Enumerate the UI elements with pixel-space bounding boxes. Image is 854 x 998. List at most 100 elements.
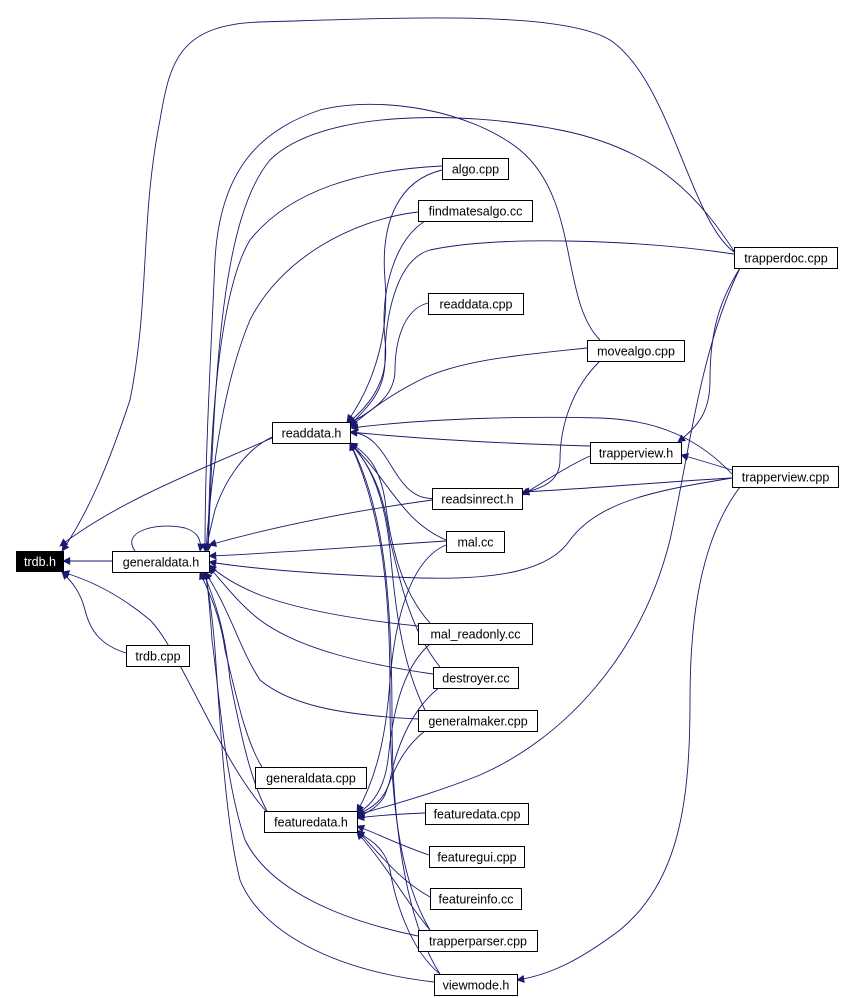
- node-label: mal.cc: [457, 536, 493, 550]
- edge-movealgo-cpp-to-generaldata-h: [201, 103, 601, 552]
- edge-trapperdoc-cpp-to-trdb-h: [61, 17, 735, 552]
- node-algo-cpp[interactable]: algo.cpp: [442, 158, 509, 180]
- node-label: readdata.cpp: [440, 298, 513, 312]
- node-label: movealgo.cpp: [597, 345, 675, 359]
- edge-mal-cc-to-generaldata-h: [208, 540, 447, 560]
- node-box: [418, 200, 533, 222]
- node-label: generaldata.cpp: [266, 772, 356, 786]
- edge-trapperdoc-cpp-to-generaldata-h: [204, 117, 735, 552]
- edge-viewmode-h-to-readdata-h: [349, 442, 441, 975]
- edge-trapperdoc-cpp-to-readdata-h: [349, 240, 735, 426]
- edge-trapperdoc-cpp-to-featuredata-h: [356, 267, 741, 817]
- node-trapperview-cpp[interactable]: trapperview.cpp: [732, 466, 839, 488]
- edge-trdb-cpp-to-trdb-h: [61, 571, 127, 654]
- node-label: readdata.h: [282, 427, 342, 441]
- node-box: [418, 710, 538, 732]
- node-box: [425, 803, 529, 825]
- edge-trapperparser-cpp-to-readdata-h: [349, 442, 431, 931]
- edge-trapperview-cpp-to-readsinrect-h: [521, 477, 733, 496]
- edge-trapperview-cpp-to-readdata-h: [350, 416, 733, 475]
- node-box: [587, 340, 685, 362]
- edge-algo-cpp-to-generaldata-h: [204, 165, 443, 552]
- node-label: trapperview.cpp: [742, 471, 830, 485]
- node-label: trdb.cpp: [135, 650, 180, 664]
- edge-trapperparser-cpp-to-generaldata-h: [202, 571, 419, 937]
- node-featuredata-h[interactable]: featuredata.h: [264, 811, 358, 833]
- node-readdata-h[interactable]: readdata.h: [272, 422, 351, 444]
- node-readsinrect-h[interactable]: readsinrect.h: [432, 488, 523, 510]
- node-label: findmatesalgo.cc: [429, 205, 523, 219]
- edge-featureinfo-cc-to-featuredata-h: [356, 829, 431, 898]
- node-generaldata-h[interactable]: generaldata.h: [112, 551, 210, 573]
- edge-mal-cc-to-readdata-h: [349, 442, 447, 541]
- node-mal-readonly-cc[interactable]: mal_readonly.cc: [418, 623, 533, 645]
- node-generaldata-cpp[interactable]: generaldata.cpp: [255, 767, 367, 789]
- node-box: [428, 293, 524, 315]
- edge-trapperview-cpp-to-generaldata-h: [208, 477, 733, 579]
- node-box: [734, 247, 838, 269]
- node-trapperdoc-cpp[interactable]: trapperdoc.cpp: [734, 247, 838, 269]
- node-label: trapperparser.cpp: [429, 935, 527, 949]
- edge-destroyer-cc-to-featuredata-h: [356, 686, 441, 816]
- edge-trapperview-h-to-readdata-h: [349, 428, 591, 447]
- edge-readdata-h-to-trdb-h: [59, 437, 273, 547]
- node-destroyer-cc[interactable]: destroyer.cc: [433, 667, 519, 689]
- node-label: featuredata.h: [274, 816, 348, 830]
- node-label: trdb.h: [24, 555, 56, 569]
- node-movealgo-cpp[interactable]: movealgo.cpp: [587, 340, 685, 362]
- node-viewmode-h[interactable]: viewmode.h: [434, 974, 518, 996]
- nodes-layer: trdb.h generaldata.h trdb.cpp readdata.h fea…: [16, 158, 839, 996]
- node-box: [16, 551, 64, 572]
- edge-trapperparser-cpp-to-featuredata-h: [356, 831, 431, 931]
- node-box: [418, 623, 533, 645]
- node-box: [590, 442, 682, 464]
- edge-featuredata-h-to-trdb-h: [61, 570, 267, 812]
- edge-generalmaker-cpp-to-readdata-h: [349, 442, 426, 711]
- node-featuregui-cpp[interactable]: featuregui.cpp: [429, 846, 525, 868]
- node-label: algo.cpp: [452, 163, 499, 177]
- node-label: trapperdoc.cpp: [744, 252, 827, 266]
- node-featureinfo-cc[interactable]: featureinfo.cc: [430, 888, 522, 910]
- node-trapperview-h[interactable]: trapperview.h: [590, 442, 682, 464]
- node-box: [255, 767, 367, 789]
- edge-destroyer-cc-to-generaldata-h: [208, 566, 434, 675]
- node-mal-cc[interactable]: mal.cc: [446, 531, 505, 553]
- edge-mal-readonly-cc-to-generaldata-h: [208, 564, 419, 627]
- edge-mal-readonly-cc-to-readdata-h: [349, 442, 431, 624]
- node-featuredata-cpp[interactable]: featuredata.cpp: [425, 803, 529, 825]
- node-label: generalmaker.cpp: [428, 715, 527, 729]
- node-box: [446, 531, 505, 553]
- node-trdb-h[interactable]: trdb.h: [16, 551, 64, 572]
- node-label: mal_readonly.cc: [430, 628, 520, 642]
- node-box: [732, 466, 839, 488]
- edge-featuredata-cpp-to-featuredata-h: [356, 812, 426, 822]
- node-label: featuredata.cpp: [434, 808, 521, 822]
- node-box: [433, 667, 519, 689]
- edge-featuredata-h-to-generaldata-h: [202, 571, 268, 812]
- edge-algo-cpp-to-readdata-h: [346, 169, 443, 423]
- edge-readsinrect-h-to-generaldata-h: [208, 499, 433, 547]
- edge-generalmaker-cpp-to-generaldata-h: [204, 571, 419, 720]
- edge-mal-readonly-cc-to-featuredata-h: [356, 643, 431, 815]
- edge-generaldata-h-to-generaldata-h: [131, 525, 206, 552]
- edge-viewmode-h-to-generaldata-h: [202, 571, 435, 983]
- node-label: trapperview.h: [599, 447, 673, 461]
- node-findmatesalgo-cc[interactable]: findmatesalgo.cc: [418, 200, 533, 222]
- edge-movealgo-cpp-to-readdata-h: [349, 347, 588, 428]
- node-trapperparser-cpp[interactable]: trapperparser.cpp: [418, 930, 538, 952]
- node-label: readsinrect.h: [441, 493, 513, 507]
- edge-readsinrect-h-to-readdata-h: [349, 428, 433, 499]
- node-readdata-cpp[interactable]: readdata.cpp: [428, 293, 524, 315]
- edge-generaldata-cpp-to-generaldata-h: [199, 571, 263, 768]
- node-trdb-cpp[interactable]: trdb.cpp: [126, 645, 190, 667]
- edge-featuregui-cpp-to-featuredata-h: [356, 824, 430, 856]
- node-label: featureinfo.cc: [438, 893, 513, 907]
- edge-trapperdoc-cpp-to-trapperview-h: [677, 267, 741, 443]
- node-generalmaker-cpp[interactable]: generalmaker.cpp: [418, 710, 538, 732]
- node-box: [418, 930, 538, 952]
- node-box: [434, 974, 518, 996]
- node-box: [272, 422, 351, 444]
- edge-findmatesalgo-cc-to-generaldata-h: [202, 211, 419, 552]
- node-box: [432, 488, 523, 510]
